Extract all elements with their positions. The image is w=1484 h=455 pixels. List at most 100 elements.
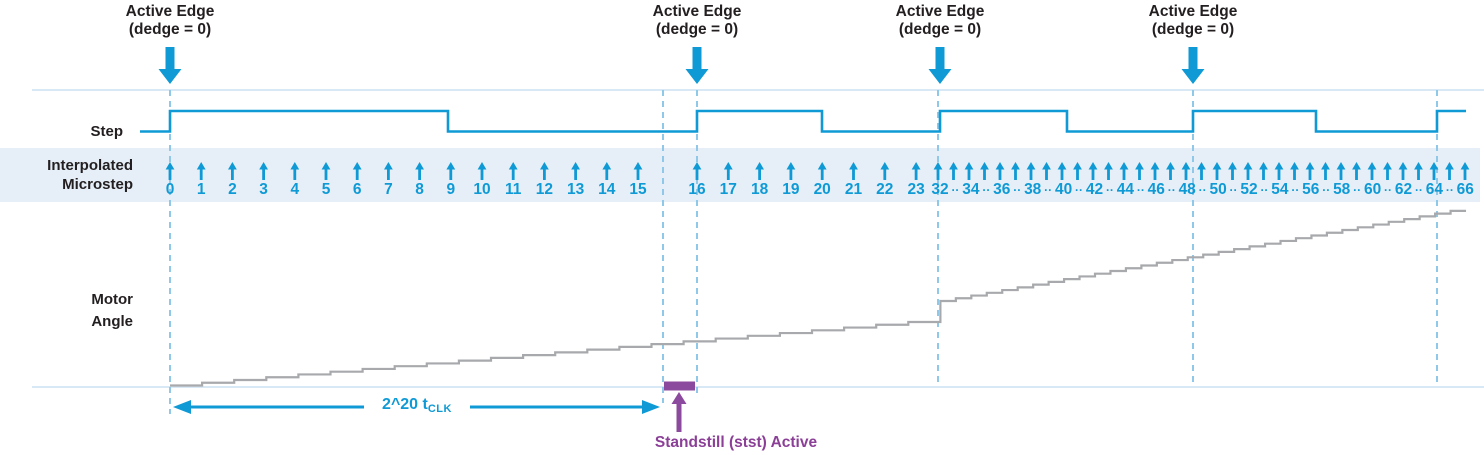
active-edge-arrow-icon: [928, 47, 952, 84]
active-edge-label-line1: Active Edge: [125, 3, 215, 20]
microstep-separator: ··: [1167, 183, 1176, 197]
microstep-arrow-icon: [949, 162, 958, 180]
microstep-number: 50: [1209, 181, 1227, 198]
microstep-arrow-icon: [1228, 162, 1237, 180]
motor-row-label-line1: Motor: [91, 291, 133, 308]
microstep-arrow-icon: [415, 162, 424, 180]
microstep-separator: ··: [1291, 183, 1300, 197]
microstep-arrow-icon: [540, 162, 549, 180]
microstep-arrow-icon: [1166, 162, 1175, 180]
microstep-separator: ··: [1384, 183, 1393, 197]
microstep-arrow-icon: [880, 162, 890, 180]
microstep-number: 12: [535, 181, 554, 198]
microstep-number: 9: [446, 181, 456, 198]
microstep-arrow-icon: [723, 162, 733, 180]
microstep-arrow-icon: [1290, 162, 1299, 180]
measure-arrowhead-right-icon: [642, 400, 660, 414]
tclk-measure-sub: CLK: [427, 403, 452, 415]
microstep-number: 54: [1271, 181, 1289, 198]
microstep-number: 58: [1333, 181, 1351, 198]
microstep-separator: ··: [1260, 183, 1269, 197]
microstep-number: 11: [504, 181, 522, 198]
microstep-arrow-icon: [259, 162, 268, 180]
microstep-number: 17: [719, 181, 737, 198]
step-row-label: Step: [90, 123, 123, 140]
microstep-number: 8: [415, 181, 424, 198]
microstep-number: 13: [566, 181, 585, 198]
microstep-number: 4: [290, 181, 300, 198]
microstep-number: 40: [1054, 181, 1073, 198]
microstep-number: 0: [165, 181, 175, 198]
active-edge-arrow-icon: [1181, 47, 1205, 84]
microstep-number: 22: [876, 181, 894, 198]
microstep-arrow-icon: [1321, 162, 1330, 180]
top-hairline: [32, 89, 1484, 91]
tclk-measure-main: 2^20 t: [382, 396, 428, 413]
microstep-number: 14: [598, 181, 616, 198]
microstep-separator: ··: [1075, 183, 1084, 197]
microstep-arrow-icon: [964, 162, 974, 180]
standstill-label: Standstill (stst) Active: [654, 434, 818, 451]
microstep-number: 62: [1394, 181, 1413, 198]
microstep-separator: ··: [1198, 183, 1207, 197]
microstep-number: 32: [931, 181, 949, 198]
microstep-number: 36: [993, 181, 1011, 198]
active-edge-label: Active Edge(dedge = 0): [126, 3, 215, 39]
microstep-arrow-icon: [1274, 162, 1284, 180]
microstep-arrow-icon: [933, 162, 943, 180]
microstep-arrow-icon: [755, 162, 764, 180]
microstep-arrow-icon: [1367, 162, 1377, 180]
microstep-number: 7: [384, 181, 393, 198]
microstep-arrow-icon: [602, 162, 612, 180]
microstep-arrow-icon: [849, 162, 858, 180]
microstep-arrow-icon: [1197, 162, 1206, 180]
microstep-arrow-icon: [508, 162, 518, 180]
microstep-separator: ··: [1136, 183, 1145, 197]
microstep-arrow-icon: [1398, 162, 1408, 180]
microstep-arrow-icon: [165, 162, 175, 180]
microstep-arrow-icon: [1259, 162, 1268, 180]
microstep-arrow-icon: [1026, 162, 1036, 180]
microstep-arrow-icon: [352, 162, 362, 180]
microstep-arrow-icon: [1042, 162, 1051, 180]
microstep-separator: ··: [1013, 183, 1022, 197]
microstep-number: 15: [629, 181, 647, 198]
microstep-arrow-icon: [1305, 162, 1315, 180]
microstep-arrow-icon: [1429, 162, 1439, 180]
microstep-number: 3: [259, 181, 268, 198]
microstep-number: 38: [1024, 181, 1042, 198]
motor-angle-waveform: [170, 209, 1467, 387]
microstep-number: 6: [352, 181, 362, 198]
microstep-separator: ··: [1229, 183, 1238, 197]
microstep-arrow-icon: [446, 162, 456, 180]
microstep-arrow-icon: [786, 162, 796, 180]
microstep-number: 48: [1178, 181, 1196, 198]
microstep-arrow-icon: [633, 162, 643, 180]
microstep-arrow-icon: [196, 162, 206, 180]
microstep-separator: ··: [1044, 183, 1053, 197]
microstep-arrow-icon: [1352, 162, 1361, 180]
microstep-separator: ··: [1445, 183, 1454, 197]
microstep-arrow-icon: [290, 162, 300, 180]
microstep-number: 42: [1085, 181, 1104, 198]
measure-arrowhead-left-icon: [173, 400, 191, 414]
microstep-number: 10: [473, 181, 491, 198]
microstep-number: 23: [907, 181, 925, 198]
microstep-row-label-line1: Interpolated: [47, 157, 133, 174]
microstep-separator: ··: [982, 183, 991, 197]
microstep-arrow-icon: [1088, 162, 1098, 180]
microstep-arrow-icon: [1150, 162, 1160, 180]
microstep-arrow-icon: [1336, 162, 1346, 180]
microstep-number: 5: [321, 181, 331, 198]
microstep-arrow-icon: [1073, 162, 1082, 180]
microstep-row-label: Interpolated Microstep: [0, 156, 133, 194]
microstep-arrow-icon: [1011, 162, 1020, 180]
motor-row-label-line2: Angle: [91, 313, 133, 330]
standstill-arrow-icon: [671, 392, 687, 432]
microstep-arrow-icon: [1460, 162, 1470, 180]
microstep-arrow-icon: [1057, 162, 1067, 180]
microstep-number: 46: [1147, 181, 1165, 198]
active-edge-label-line2: (dedge = 0): [128, 21, 212, 38]
